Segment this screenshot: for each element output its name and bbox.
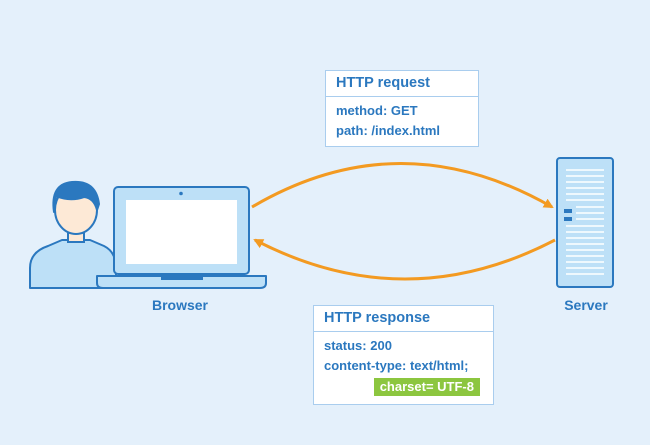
server-vents	[566, 169, 604, 275]
response-title: HTTP response	[314, 306, 493, 332]
laptop-icon	[96, 186, 267, 289]
http-response-box: HTTP response status: 200 content-type: …	[313, 305, 494, 405]
charset-row: charset= UTF-8	[324, 376, 480, 396]
response-content-type: content-type: text/html;	[324, 358, 469, 373]
request-method: method: GET	[336, 103, 418, 118]
request-title: HTTP request	[326, 71, 478, 97]
server-label: Server	[564, 297, 608, 313]
response-status: status: 200	[324, 338, 392, 353]
http-request-box: HTTP request method: GET path: /index.ht…	[325, 70, 479, 147]
request-arrow	[251, 162, 554, 209]
browser-label: Browser	[151, 297, 209, 313]
user-icon	[29, 180, 117, 289]
server-icon	[556, 157, 614, 288]
request-path: path: /index.html	[336, 123, 440, 138]
charset-highlight: charset= UTF-8	[373, 378, 480, 396]
request-body: method: GET path: /index.html	[326, 97, 478, 145]
response-body: status: 200 content-type: text/html; cha…	[314, 332, 493, 400]
response-arrow	[253, 238, 556, 281]
